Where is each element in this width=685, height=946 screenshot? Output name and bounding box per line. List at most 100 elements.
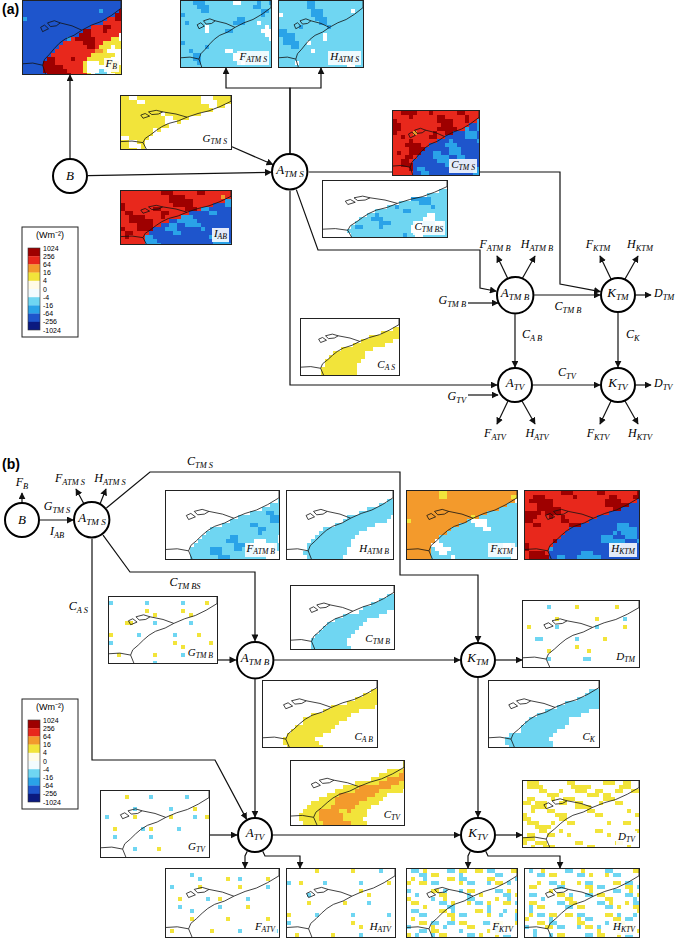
field-cell <box>165 136 170 141</box>
field-cell <box>197 37 202 42</box>
energy-flow-arrow <box>496 834 522 835</box>
field-cell <box>193 108 198 113</box>
energy-flow-arrow <box>254 679 255 817</box>
field-cell <box>355 21 360 26</box>
field-cell <box>193 21 198 26</box>
field-cell <box>157 144 162 149</box>
field-cell <box>133 136 138 141</box>
field-cell <box>453 143 458 148</box>
field-cell <box>177 104 182 109</box>
field-cell <box>331 37 336 42</box>
field-cell <box>189 1 194 6</box>
field-cell <box>39 17 44 22</box>
field-cell <box>307 33 312 38</box>
field-cell <box>401 127 406 132</box>
field-cell <box>413 151 418 156</box>
field-cell <box>343 33 348 38</box>
field-cell <box>63 57 68 62</box>
field-cell <box>169 140 174 145</box>
field-cell <box>99 37 104 42</box>
field-cell <box>133 112 138 117</box>
field-cell <box>181 41 186 46</box>
field-cell <box>121 124 126 129</box>
field-cell <box>23 45 28 50</box>
field-cell <box>449 147 454 152</box>
field-cell <box>233 9 238 14</box>
field-cell <box>295 5 300 10</box>
field-cell <box>339 65 344 67</box>
coastline-path <box>300 19 311 24</box>
field-cell <box>39 49 44 54</box>
field-cell <box>213 45 218 50</box>
field-cell <box>209 57 214 62</box>
flux-arrow <box>600 401 611 424</box>
colorbar-outline <box>28 720 40 802</box>
field-cell <box>295 45 300 50</box>
field-cell <box>59 17 64 22</box>
field-cell <box>43 17 48 22</box>
energy-flow-arrow <box>92 539 247 819</box>
field-cell <box>83 61 88 66</box>
field-cell <box>257 45 262 50</box>
field-cell <box>429 147 434 152</box>
field-cell <box>225 41 230 46</box>
term-subscript: ATM S <box>338 55 359 64</box>
term-label: FATM S <box>237 51 269 65</box>
field-cell <box>307 25 312 30</box>
field-cell <box>441 143 446 148</box>
field-cell <box>47 29 52 34</box>
field-cell <box>233 29 238 34</box>
field-cell <box>71 65 76 70</box>
field-cell <box>103 41 108 46</box>
field-cell <box>311 49 316 54</box>
field-cell <box>311 45 316 50</box>
field-cell <box>225 33 230 38</box>
field-cell <box>245 37 250 42</box>
field-cell <box>59 25 64 30</box>
field-cell <box>421 139 426 144</box>
field-cell <box>189 65 194 67</box>
field-cell <box>91 69 96 74</box>
field-cell <box>63 29 68 34</box>
energy-flow-arrow <box>274 659 460 660</box>
field-cell <box>129 112 134 117</box>
field-cell <box>51 53 56 58</box>
field-cell <box>217 25 222 30</box>
field-cell <box>181 144 186 149</box>
field-cell <box>35 1 40 6</box>
field-cell <box>35 69 40 74</box>
field-cell <box>119 13 121 18</box>
field-cell <box>261 21 266 26</box>
field-cell <box>225 17 230 22</box>
field-cell <box>359 65 363 67</box>
field-cell <box>229 1 234 6</box>
field-cell <box>169 148 174 149</box>
field-cell <box>429 151 434 156</box>
field-cell <box>35 25 40 30</box>
field-cell <box>197 124 202 129</box>
field-cell <box>265 21 270 26</box>
field-cell <box>149 140 154 145</box>
field-cell <box>95 69 100 74</box>
field-cell <box>63 73 68 74</box>
field-cell <box>241 33 246 38</box>
field-cell <box>359 41 363 46</box>
field-cell <box>229 5 234 10</box>
field-cell <box>225 108 230 113</box>
field-cell <box>189 25 194 30</box>
field-cell <box>185 124 190 129</box>
field-cell <box>59 53 64 58</box>
field-cell <box>119 25 121 30</box>
field-cell <box>193 33 198 38</box>
field-cell <box>185 17 190 22</box>
field-cell <box>307 29 312 34</box>
field-cell <box>27 17 32 22</box>
field-cell <box>63 9 68 14</box>
term-subscript: ATM S <box>246 55 267 64</box>
field-cell <box>425 135 430 140</box>
colorbar-band <box>28 256 40 264</box>
field-cell <box>197 128 202 133</box>
field-cell <box>205 57 210 62</box>
field-cell <box>189 144 194 149</box>
field-cell <box>75 45 80 50</box>
